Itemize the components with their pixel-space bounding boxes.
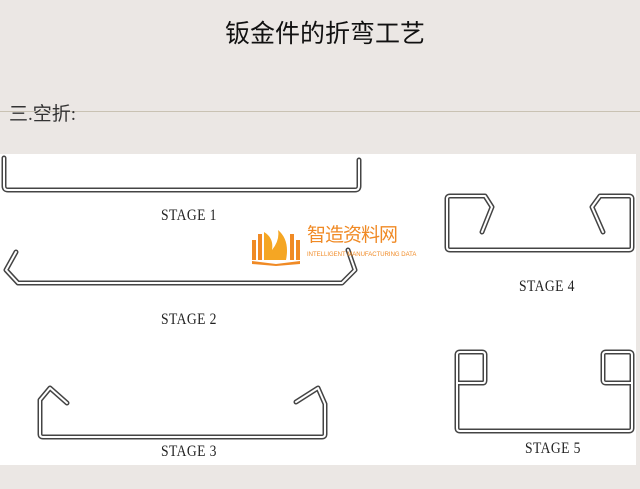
stage-3-shape [37,385,328,440]
page-title: 钣金件的折弯工艺 [224,19,425,48]
stage-5-shape [454,349,635,434]
stage-3-label: STAGE 3 [161,443,217,460]
stage-2-label: STAGE 2 [161,311,217,328]
stage-1-label: STAGE 1 [161,207,217,224]
stage-4-label: STAGE 4 [519,278,575,295]
drawing-panel [0,154,636,465]
watermark-logo: 智造资料网 INTELLIGENT MANUFACTURING DATA [250,224,416,266]
watermark-subtitle: INTELLIGENT MANUFACTURING DATA [307,252,417,258]
watermark-name: 智造资料网 [307,224,398,246]
stage-4-shape [444,193,635,253]
stage-1-shape [1,155,362,193]
divider [0,111,640,112]
stage-5-label: STAGE 5 [525,440,581,457]
section-heading: 三.空折: [9,104,77,125]
book-flame-logo-icon [252,230,300,266]
